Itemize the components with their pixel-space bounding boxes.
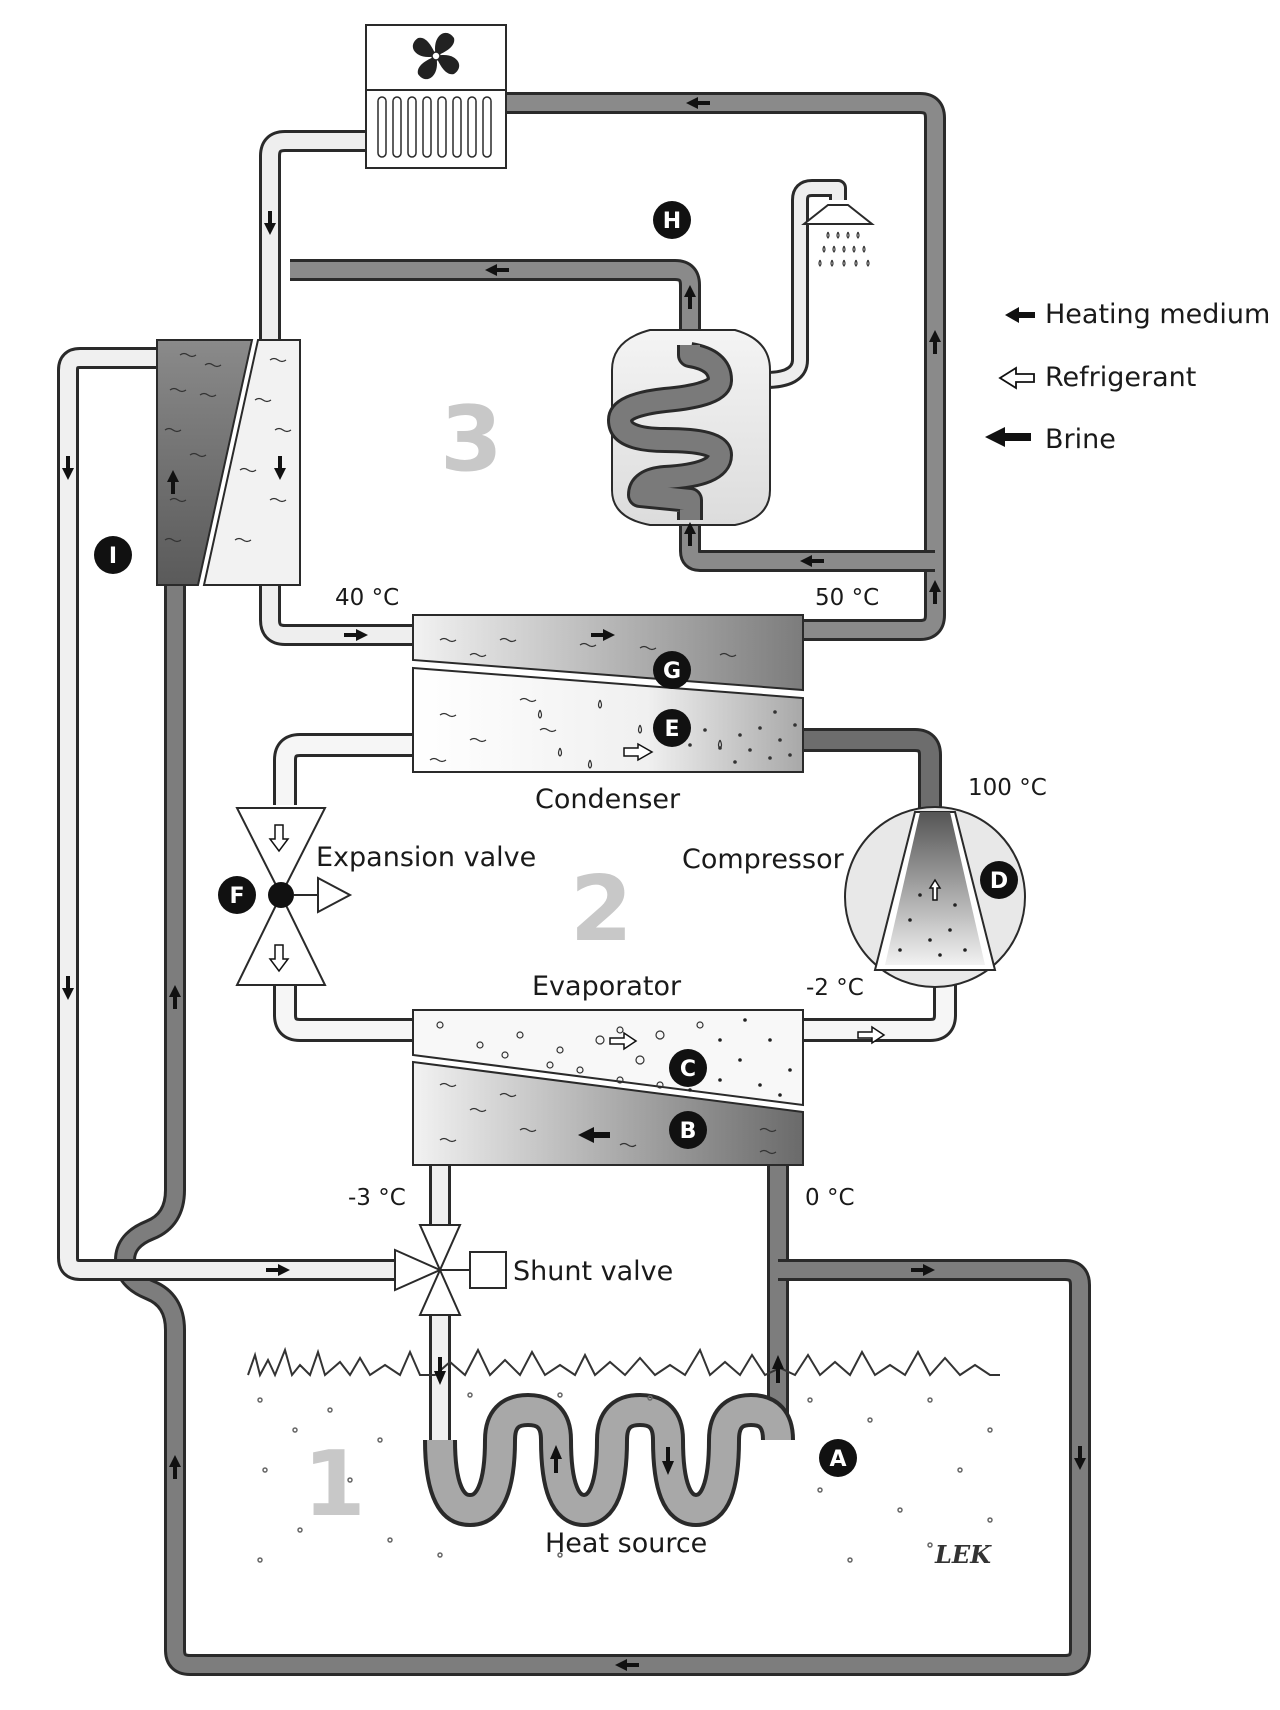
legend-refrigerant-label: Refrigerant [1045,362,1196,393]
marker-d: D [980,861,1018,899]
legend-brine-label: Brine [1045,424,1116,455]
legend: Heating medium Refrigerant Brine [985,299,1270,455]
refrigerant-arrows [268,742,942,1051]
marker-a: A [819,1439,857,1477]
marker-e: E [653,709,691,747]
zone-2-number: 2 [570,857,633,962]
condenser-unit [412,614,804,773]
marker-b: B [669,1111,707,1149]
marker-g-label: G [663,659,681,684]
temp-50-label: 50 °C [815,585,879,611]
evaporator-unit [412,1009,804,1166]
marker-b-label: B [680,1119,697,1144]
expansion-valve-label: Expansion valve [316,842,536,873]
brine-arrow-icon [985,427,1031,447]
flow-arrows [62,97,1086,1671]
legend-refrigerant: Refrigerant [998,362,1196,393]
expansion-valve [235,807,353,986]
radiator-fan-unit [365,24,507,169]
marker-c: C [669,1049,707,1087]
marker-e-label: E [664,717,679,742]
brine-pipe [114,570,1091,1676]
temp-100-label: 100 °C [968,775,1047,801]
shower-icon [801,204,875,267]
marker-g: G [653,651,691,689]
tank-return-pipe [290,259,701,345]
compressor-label: Compressor [682,844,845,875]
temp-0-label: 0 °C [805,1185,855,1211]
zone-3-number: 3 [440,387,503,492]
temp-40-label: 40 °C [335,585,399,611]
radiator-fins [377,96,492,158]
ground-collector [423,1393,795,1527]
marker-f-label: F [229,884,244,909]
condenser-label: Condenser [535,784,681,815]
hot-water-tank [607,329,771,526]
refrigerant-pipe [273,728,957,1042]
marker-f: F [218,876,256,914]
refrigerant-arrow-icon [998,366,1035,390]
ground-surface [247,1346,1000,1563]
temp-minus3-label: -3 °C [348,1185,406,1211]
heating-supply-pipe [494,92,946,641]
fan-icon [412,32,460,80]
marker-c-label: C [680,1057,696,1082]
legend-heating-medium-label: Heating medium [1045,299,1270,330]
evaporator-label: Evaporator [532,971,682,1002]
marker-h: H [653,201,691,239]
zone-1-number: 1 [303,1432,366,1537]
shunt-valve-label: Shunt valve [513,1256,673,1287]
heat-source-label: Heat source [545,1528,707,1559]
brine-heat-exchanger [156,339,301,586]
lek-watermark: LEK [934,1540,992,1569]
marker-a-label: A [829,1447,846,1472]
shunt-valve [394,1224,507,1316]
marker-d-label: D [990,869,1008,894]
temp-minus2-label: -2 °C [806,975,864,1001]
legend-brine: Brine [985,424,1116,455]
heating-medium-arrow-icon [1005,307,1035,323]
hot-water-pipe [764,179,847,389]
marker-i: I [94,536,132,574]
legend-heating-medium: Heating medium [1005,299,1270,330]
marker-i-label: I [109,544,117,569]
marker-h-label: H [663,209,681,234]
